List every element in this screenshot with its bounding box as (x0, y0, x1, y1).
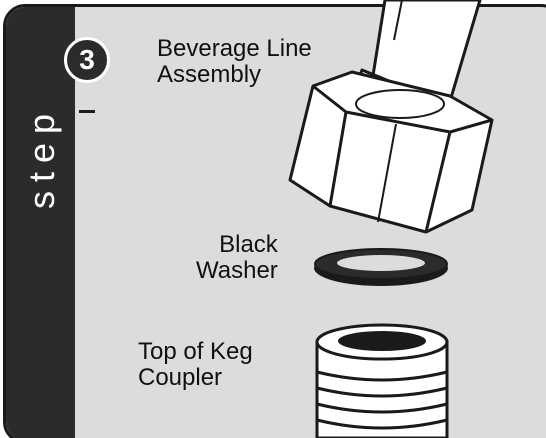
beverage-line-label-line1: Beverage Line (157, 36, 312, 62)
keg-coupler (317, 325, 447, 438)
black-washer (314, 249, 448, 286)
black-washer-label: Black Washer (196, 232, 278, 284)
black-washer-label-line1: Black (196, 232, 278, 258)
hex-nut (290, 72, 492, 232)
keg-coupler-label-line1: Top of Keg (138, 339, 253, 365)
keg-coupler-label: Top of Keg Coupler (138, 339, 253, 391)
keg-coupler-label-line2: Coupler (138, 365, 253, 391)
beverage-line-label-line2: Assembly (157, 62, 312, 88)
beverage-line-label: Beverage Line Assembly (157, 36, 312, 88)
black-washer-label-line2: Washer (196, 258, 278, 284)
